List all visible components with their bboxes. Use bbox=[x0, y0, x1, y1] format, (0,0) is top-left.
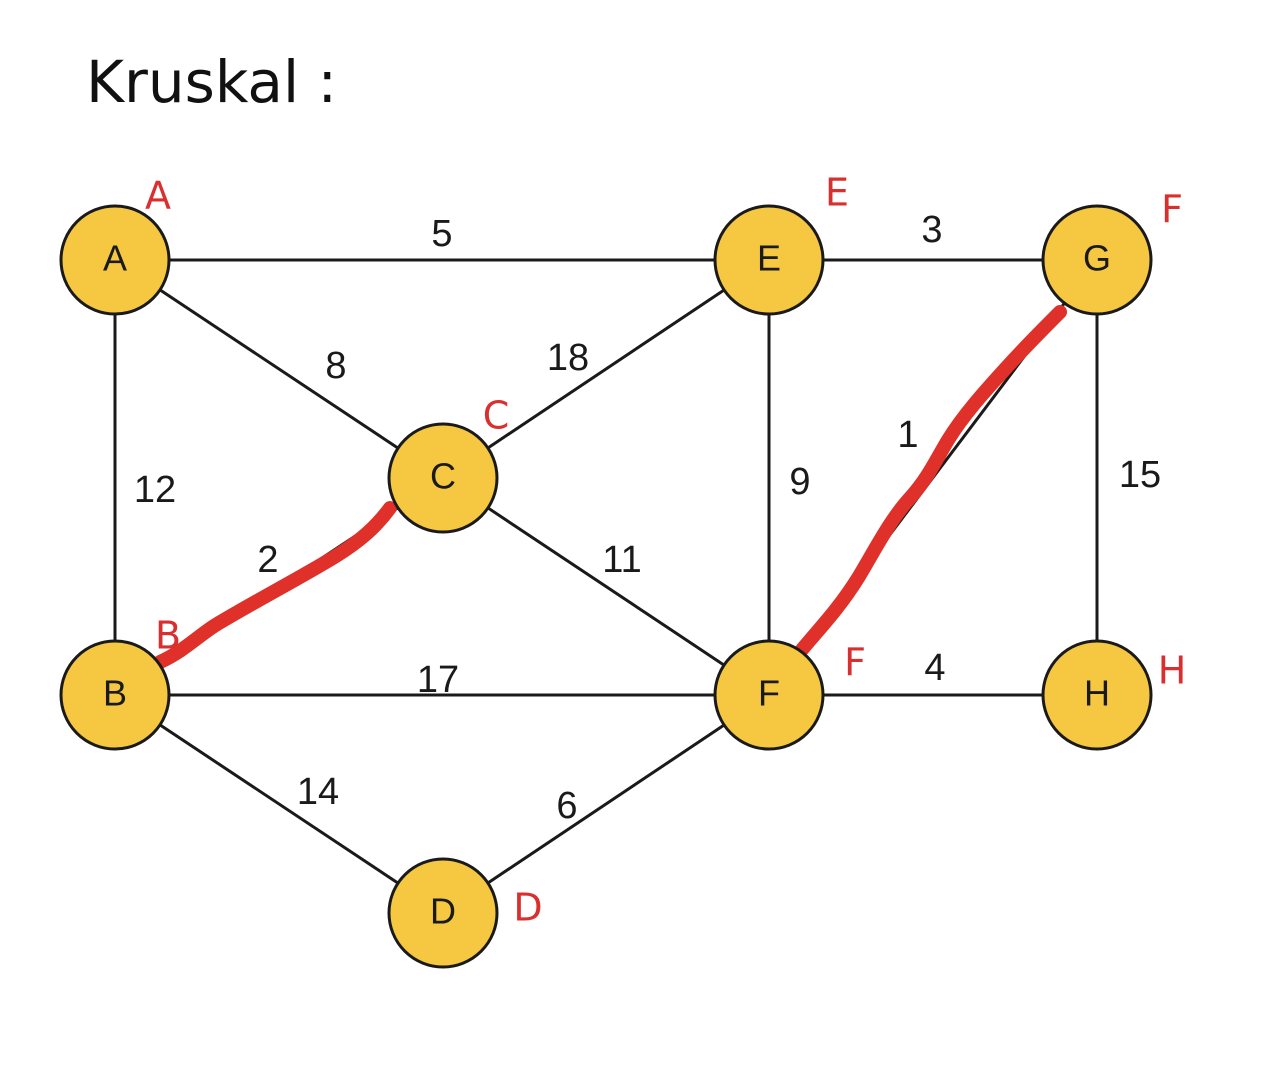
node-label: H bbox=[1084, 673, 1110, 714]
edge-weight-c-f: 11 bbox=[602, 539, 641, 581]
nodes: A B C D E F G H bbox=[59, 204, 1153, 969]
annotation-f: F bbox=[844, 641, 866, 685]
edge-d-f bbox=[487, 723, 725, 885]
node-circle bbox=[59, 204, 171, 316]
annotation-d: D bbox=[513, 886, 542, 930]
node-e: E bbox=[713, 204, 825, 316]
node-circle bbox=[1041, 204, 1153, 316]
edge-weight-a-b: 12 bbox=[134, 469, 176, 511]
selected-edge-b-c bbox=[153, 501, 397, 669]
node-label: D bbox=[430, 891, 456, 932]
node-d: D bbox=[387, 857, 499, 969]
node-circle bbox=[387, 857, 499, 969]
edge-weight-e-f: 9 bbox=[789, 461, 810, 503]
annotation-h: H bbox=[1158, 649, 1187, 693]
edge-weight-g-h: 15 bbox=[1119, 454, 1161, 496]
edge-c-e bbox=[487, 288, 725, 450]
node-g: G bbox=[1041, 204, 1153, 316]
node-label: E bbox=[757, 238, 781, 279]
node-a: A bbox=[59, 204, 171, 316]
node-circle bbox=[387, 422, 499, 534]
page-title: Kruskal : bbox=[86, 48, 337, 116]
edge-weight-b-d: 14 bbox=[297, 771, 339, 813]
annotation-c: C bbox=[483, 394, 510, 438]
edge-b-d bbox=[159, 723, 399, 885]
node-circle bbox=[713, 639, 825, 751]
node-c: C bbox=[387, 422, 499, 534]
edge-c-f bbox=[487, 506, 725, 667]
edge-weight-d-f: 6 bbox=[556, 785, 577, 827]
node-h: H bbox=[1041, 639, 1153, 751]
edge-weight-b-f: 17 bbox=[417, 659, 459, 701]
edge-weight-e-g: 3 bbox=[921, 209, 942, 251]
node-circle bbox=[1041, 639, 1153, 751]
annotation-g: F bbox=[1161, 188, 1183, 232]
annotation-e: E bbox=[825, 171, 849, 215]
edge-weight-f-g: 1 bbox=[897, 414, 918, 456]
node-circle bbox=[713, 204, 825, 316]
node-label: C bbox=[430, 456, 456, 497]
node-label: G bbox=[1083, 238, 1111, 279]
node-label: B bbox=[103, 673, 127, 714]
edge-weight-a-e: 5 bbox=[431, 213, 452, 255]
annotation-b: B bbox=[155, 614, 181, 658]
edge-weight-b-c: 2 bbox=[257, 539, 278, 581]
edge-a-c bbox=[159, 288, 399, 450]
edge-weight-c-e: 18 bbox=[547, 337, 589, 379]
node-label: F bbox=[758, 673, 780, 714]
node-b: B bbox=[59, 639, 171, 751]
node-circle bbox=[59, 639, 171, 751]
node-f: F bbox=[713, 639, 825, 751]
annotation-a: A bbox=[145, 174, 171, 218]
edge-weight-a-c: 8 bbox=[325, 345, 346, 387]
edge-weight-f-h: 4 bbox=[924, 647, 945, 689]
selected-edges bbox=[153, 305, 1067, 669]
node-annotations: A B C D E F F H bbox=[145, 171, 1186, 930]
edge-weights: 5 8 12 18 2 11 9 3 1 15 17 4 14 6 bbox=[134, 209, 1161, 827]
node-label: A bbox=[103, 238, 127, 279]
selected-edge-f-g bbox=[793, 305, 1067, 659]
